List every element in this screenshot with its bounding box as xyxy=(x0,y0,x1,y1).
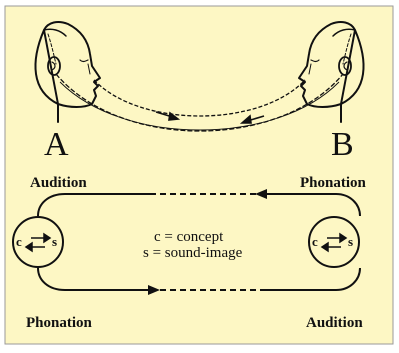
circle-left-s: s xyxy=(52,235,57,248)
legend-concept: c = concept xyxy=(154,230,223,245)
label-bottom-right: Audition xyxy=(306,316,363,331)
speaker-a-label: A xyxy=(44,128,69,162)
legend-sound-image: s = sound-image xyxy=(143,246,242,261)
label-top-left: Audition xyxy=(30,176,87,191)
circle-right-c: c xyxy=(312,235,318,248)
speaker-b-label: B xyxy=(331,128,354,162)
circle-right-s: s xyxy=(348,235,353,248)
label-bottom-left: Phonation xyxy=(26,316,92,331)
label-top-right: Phonation xyxy=(300,176,366,191)
circle-left-c: c xyxy=(16,235,22,248)
